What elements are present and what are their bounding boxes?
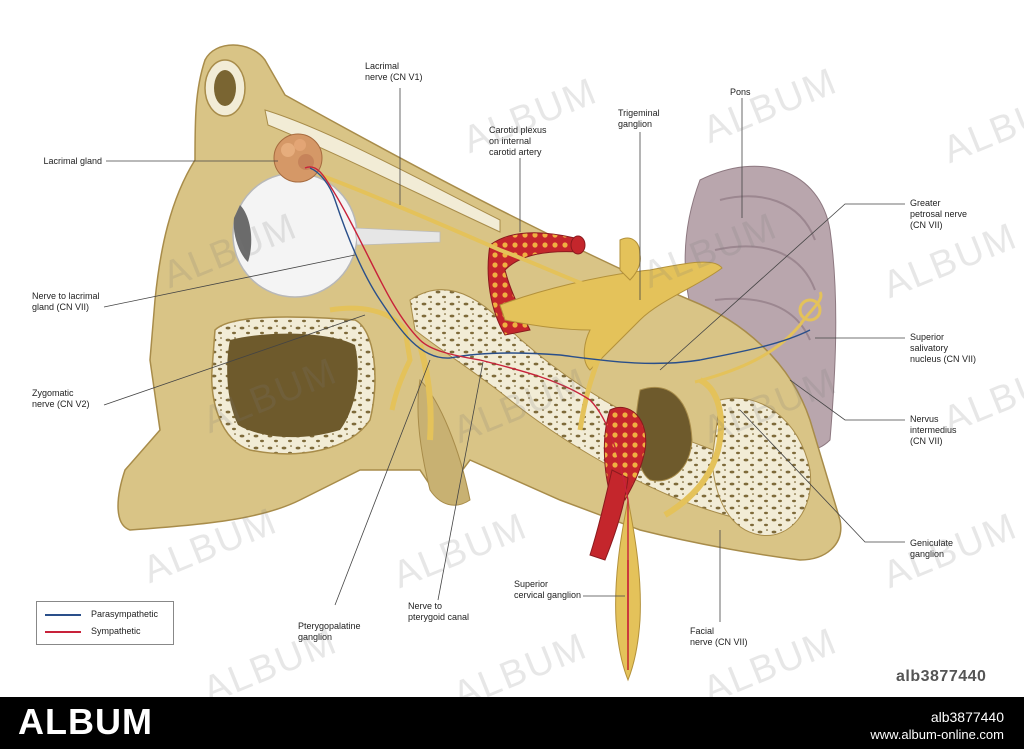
label-greater-petrosal-nerve: Greater petrosal nerve (CN VII) <box>910 198 968 230</box>
legend-swatch-parasympathetic <box>45 614 81 616</box>
label-pterygopalatine-ganglion: Pterygopalatine ganglion <box>298 621 361 642</box>
facial-nerve-shape <box>663 377 724 518</box>
label-pons: Pons <box>730 87 751 97</box>
label-superior-cervical-ganglion: Superior cervical ganglion <box>514 579 582 600</box>
footer-image-id: alb3877440 <box>930 709 1004 725</box>
image-code: alb3877440 <box>896 668 987 685</box>
label-carotid-plexus: Carotid plexus on internal carotid arter… <box>489 125 547 157</box>
label-geniculate-ganglion: Geniculate ganglion <box>910 538 954 559</box>
label-lacrimal-nerve: Lacrimal nerve (CN V1) <box>365 61 423 82</box>
sympathetic-pathway <box>304 166 629 640</box>
anatomy-illustration <box>103 44 905 682</box>
label-facial-nerve: Facial nerve (CN VII) <box>690 626 748 647</box>
label-zygomatic-nerve: Zygomatic nerve (CN V2) <box>32 388 90 409</box>
label-trigeminal-ganglion: Trigeminal ganglion <box>618 108 660 129</box>
brand-logo: ALBUM <box>18 701 153 742</box>
label-nerve-to-pterygoid-canal: Nerve to pterygoid canal <box>408 601 470 622</box>
label-lacrimal-gland: Lacrimal gland <box>43 156 102 166</box>
leader-lines <box>103 88 905 622</box>
label-superior-salivatory-nucleus: Superior salivatory nucleus (CN VII) <box>910 332 977 364</box>
label-nerve-to-lacrimal-gland: Nerve to lacrimal gland (CN VII) <box>32 291 100 312</box>
footer-url-link[interactable]: www.album-online.com <box>870 727 1004 742</box>
legend: Parasympathetic Sympathetic <box>36 601 174 645</box>
legend-label: Parasympathetic <box>91 609 159 619</box>
illustration: Lacrimal gland Lacrimal nerve (CN V1) Ca… <box>32 44 1024 697</box>
footer-bar: ALBUM alb3877440 www.album-online.com <box>0 697 1024 749</box>
legend-label: Sympathetic <box>91 626 141 636</box>
label-nervus-intermedius: Nervus intermedius (CN VII) <box>910 414 957 446</box>
legend-swatch-sympathetic <box>45 631 81 633</box>
